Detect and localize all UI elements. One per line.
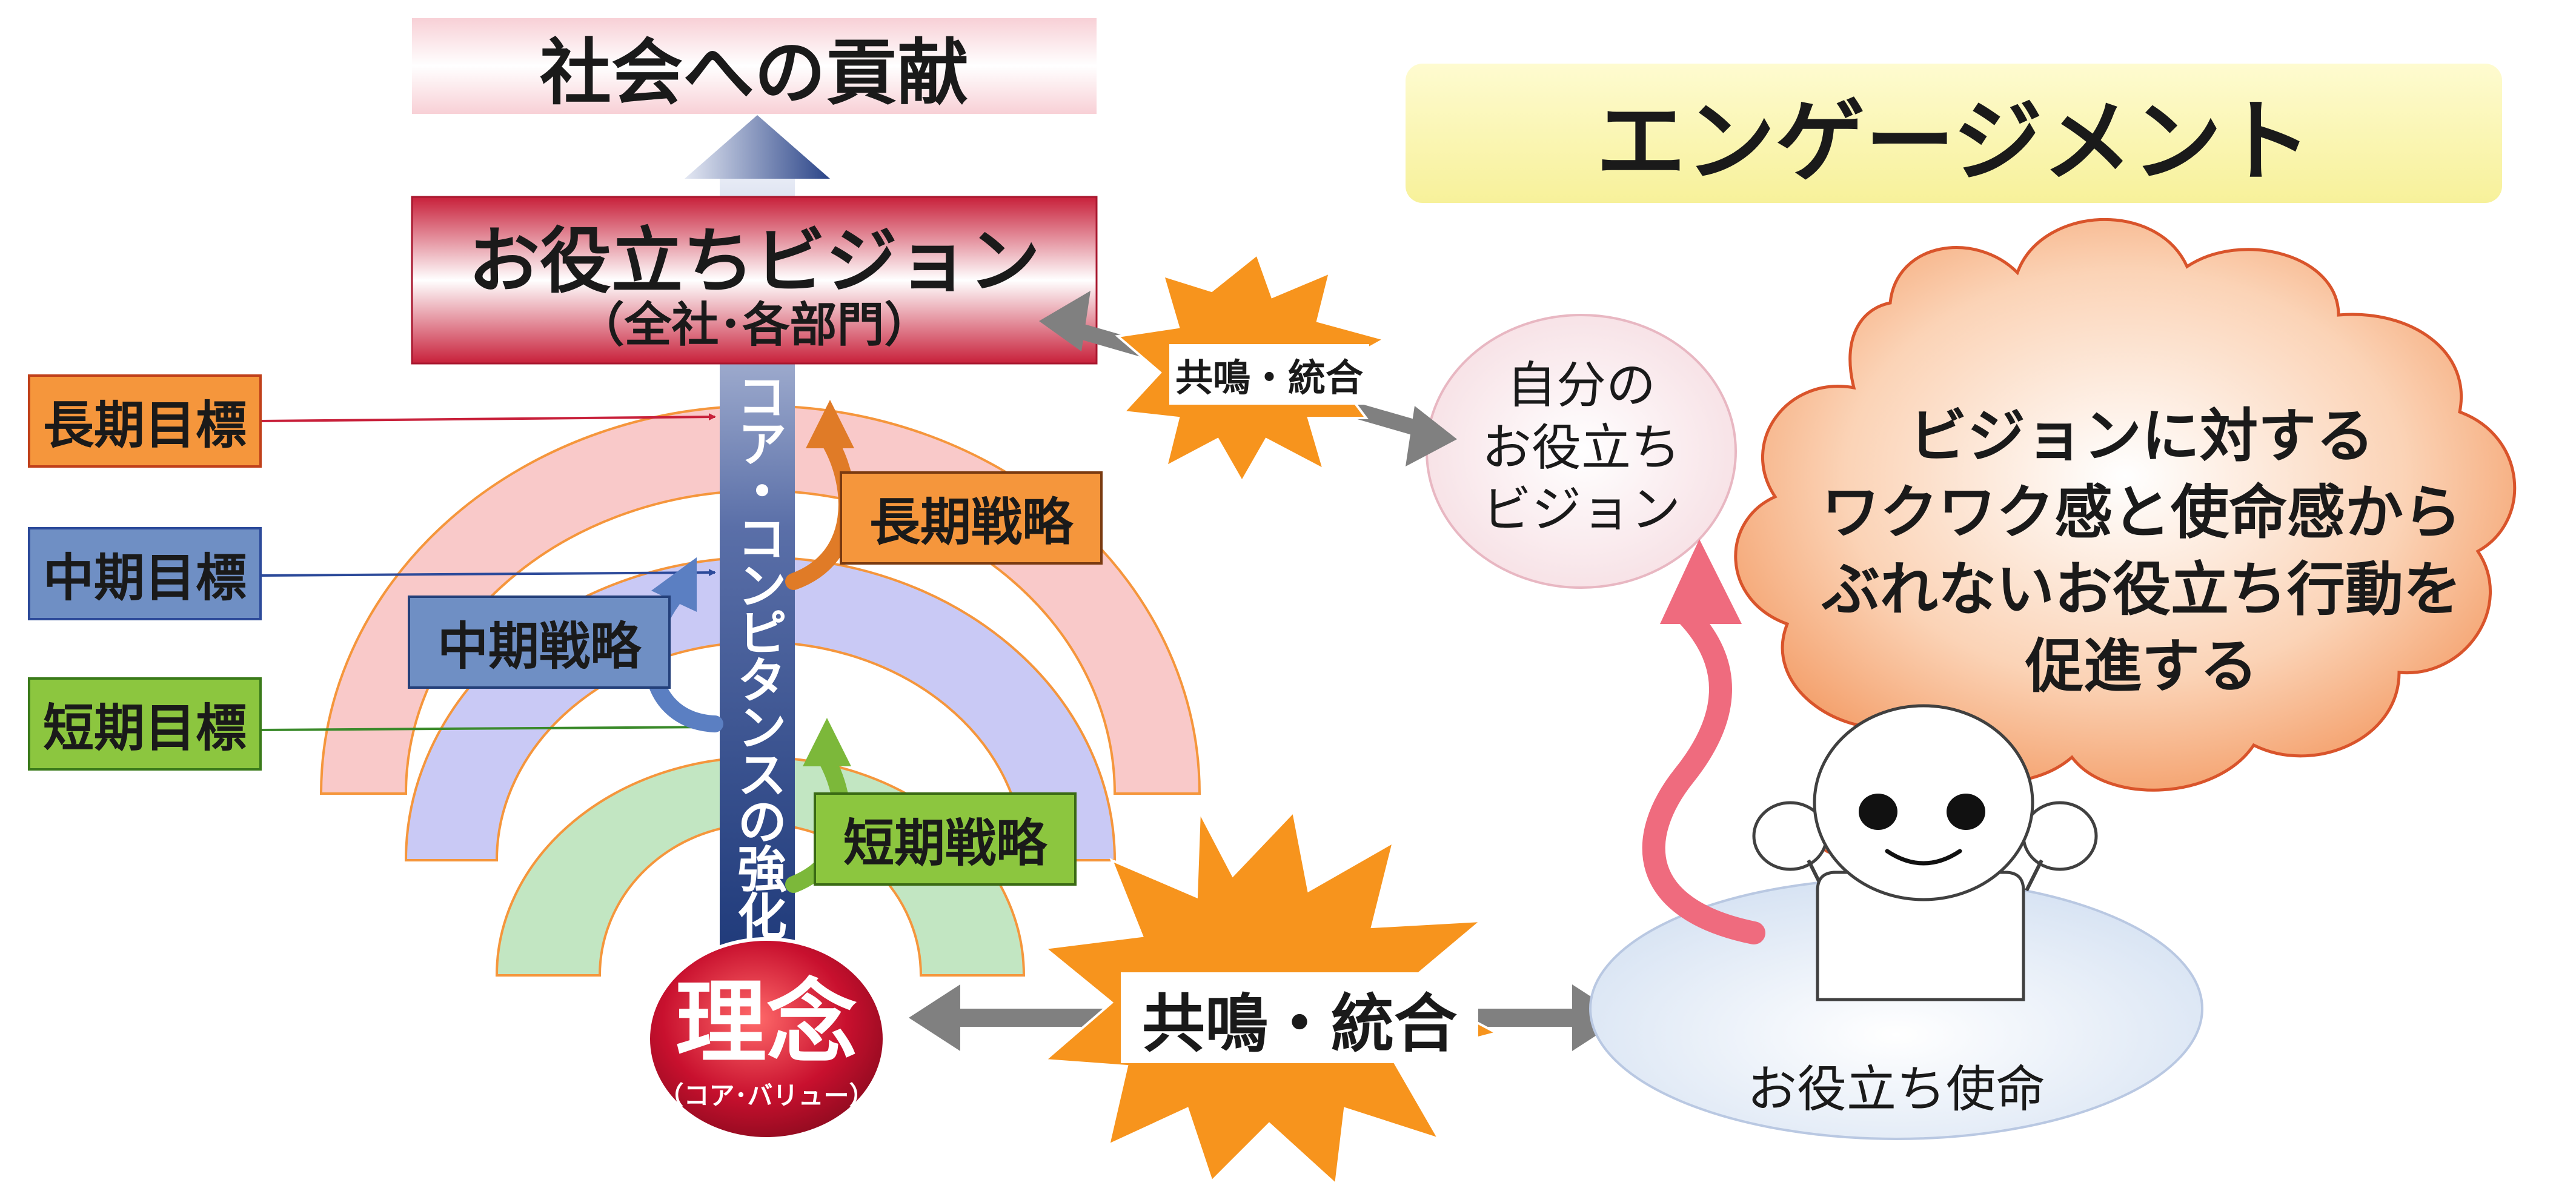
mid-goal-line [261, 569, 716, 577]
smiling-character [1752, 704, 2098, 1001]
core-competence-label: コア・コンピタンスの強化 [728, 371, 786, 938]
character-head [1813, 704, 2034, 901]
long-strategy-label: 長期戦略 [869, 492, 1073, 552]
cloud-line-2: ワクワク感と使命感から [1822, 479, 2461, 547]
mid-strategy-box [408, 596, 671, 689]
cloud-line-3: ぶれないお役立ち行動を [1822, 556, 2461, 623]
cloud-line-1: ビジョンに対する [1909, 402, 2374, 470]
short-strategy-box [814, 792, 1077, 886]
short-goal-box [28, 677, 262, 771]
small-resonance-label-box [1169, 344, 1369, 405]
contribution-label: 社会への貢献 [539, 30, 969, 114]
mid-goal-box [28, 527, 262, 620]
cloud-line-4: 促進する [2025, 632, 2258, 700]
long-goal-box [28, 374, 262, 468]
self-vision-line-2: お役立ち [1481, 419, 1681, 477]
philosophy-subtitle: （コア･バリュー） [658, 1080, 875, 1110]
vision-subtitle: （全社･各部門） [577, 298, 932, 353]
short-goal-line [261, 723, 716, 731]
pink-wavy-arrow [1642, 539, 1765, 944]
self-vision-text: 自分の お役立ち ビジョン [1454, 339, 1708, 557]
engagement-label: エンゲージメント [1596, 89, 2312, 194]
philosophy-circle [646, 937, 886, 1141]
small-resonance-label: 共鳴・統合 [1175, 356, 1363, 400]
long-strategy-box [840, 471, 1103, 565]
vision-title: お役立ちビジョン [468, 219, 1040, 303]
philosophy-title: 理念 [675, 970, 857, 1076]
large-resonance-label-box [1121, 972, 1478, 1063]
vision-box [411, 196, 1098, 365]
short-strategy-label: 短期戦略 [843, 813, 1047, 873]
contribution-banner [412, 18, 1097, 114]
mid-goal-label: 中期目標 [42, 548, 247, 608]
engagement-banner [1406, 64, 2502, 203]
cloud-text: ビジョンに対する ワクワク感と使命感から ぶれないお役立ち行動を 促進する [1751, 363, 2532, 739]
self-vision-line-1: 自分の [1506, 357, 1656, 415]
large-resonance-label: 共鳴・統合 [1141, 986, 1457, 1061]
short-goal-label: 短期目標 [42, 698, 247, 758]
long-goal-line [261, 413, 716, 422]
long-goal-label: 長期目標 [42, 395, 247, 455]
self-vision-line-3: ビジョン [1481, 481, 1681, 539]
mission-label: お役立ち使命 [1747, 1060, 2045, 1118]
mid-strategy-label: 中期戦略 [437, 616, 641, 676]
